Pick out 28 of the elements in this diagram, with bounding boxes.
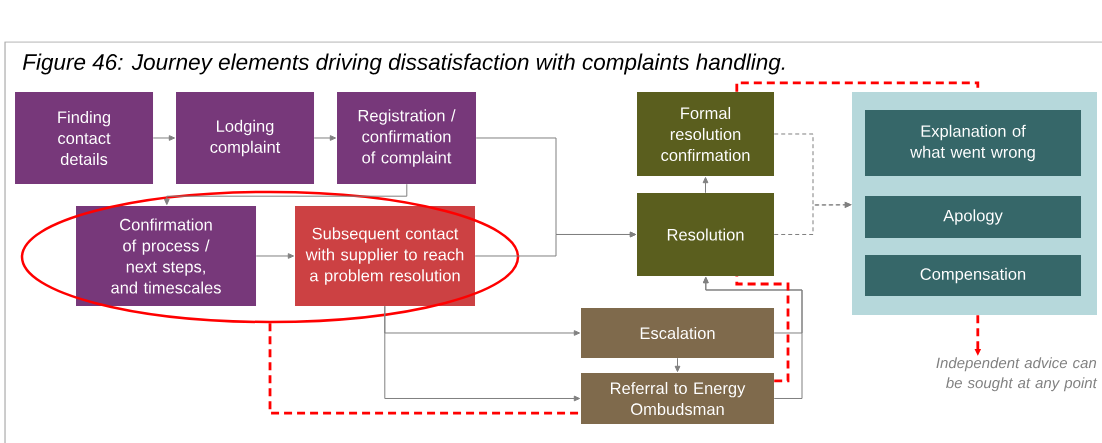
process-box: Registration / confirmation of complaint	[337, 92, 476, 184]
arrow	[255, 253, 295, 259]
arrow	[384, 305, 581, 402]
outcome-box: Apology	[865, 196, 1081, 238]
connector	[735, 81, 980, 92]
arrow	[152, 135, 176, 141]
process-box: Subsequent contact with supplier to reach a problem resolution	[295, 206, 475, 306]
process-box: Lodging complaint	[176, 92, 314, 184]
highlight-ellipse	[20, 190, 520, 324]
arrow	[773, 201, 852, 235]
process-box: Confirmation of process / next steps, and timescales	[76, 206, 256, 306]
title: Figure 46: Journey elements driving dissatisfaction with complaints handling.	[22, 53, 785, 75]
process-box: Referral to Energy Ombudsman	[581, 373, 774, 424]
arrow	[674, 357, 681, 372]
arrow	[163, 183, 408, 205]
connector	[268, 323, 581, 415]
process-box: Formal resolution confirmation	[637, 92, 774, 176]
process-box: Finding contact details	[15, 92, 153, 184]
arrow	[313, 135, 337, 141]
process-box: Escalation	[581, 308, 774, 358]
arrow	[702, 276, 803, 399]
arrow	[702, 176, 709, 194]
arrow	[474, 231, 637, 257]
process-box: Resolution	[637, 193, 774, 276]
note-text: Independent advice can be sought at any point	[936, 357, 1098, 392]
outcome-box: Explanation of what went wrong	[865, 110, 1081, 176]
connector	[735, 276, 790, 383]
outcome-box: Compensation	[865, 255, 1081, 296]
